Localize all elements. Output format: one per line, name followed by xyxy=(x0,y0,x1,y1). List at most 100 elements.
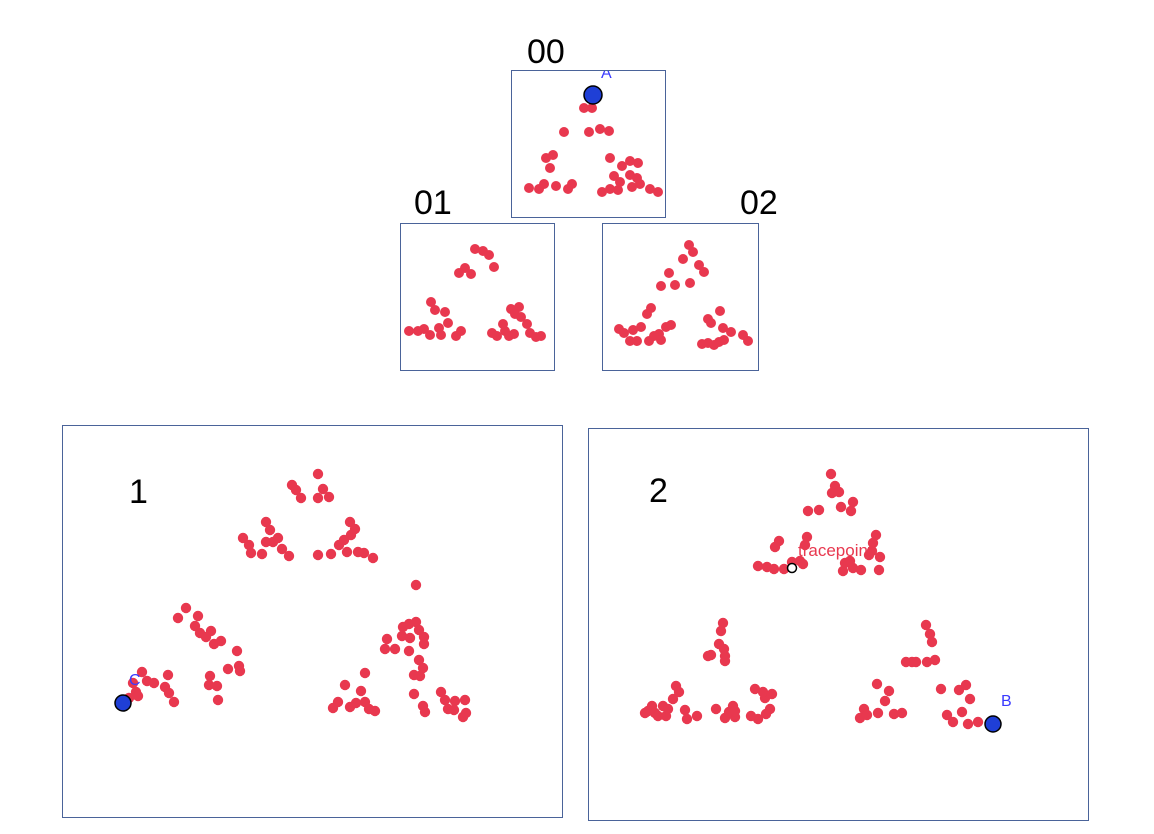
trace-dot xyxy=(801,531,813,543)
trace-dot xyxy=(662,703,674,715)
trace-dot xyxy=(847,496,859,508)
trace-dot xyxy=(632,173,642,183)
trace-dot xyxy=(489,262,499,272)
trace-dot xyxy=(709,340,719,350)
trace-dot xyxy=(617,161,627,171)
trace-dot xyxy=(929,654,941,666)
trace-dot xyxy=(470,244,480,254)
trace-dot xyxy=(212,694,224,706)
point-c-icon[interactable] xyxy=(114,694,132,712)
trace-dot xyxy=(410,616,422,628)
trace-dot xyxy=(802,505,814,517)
trace-dot xyxy=(863,549,875,561)
trace-dot xyxy=(295,492,307,504)
trace-dot xyxy=(200,631,212,643)
trace-dot xyxy=(460,707,472,719)
trace-dot xyxy=(835,501,847,513)
trace-dot xyxy=(359,667,371,679)
panel-02-canvas xyxy=(614,240,753,350)
trace-dot xyxy=(766,688,778,700)
trace-dot xyxy=(688,247,698,257)
trace-dot xyxy=(757,686,769,698)
trace-dot xyxy=(639,707,651,719)
trace-dot xyxy=(910,656,922,668)
panel-00-title: 00 xyxy=(527,33,565,71)
point-a-label: A xyxy=(601,71,612,82)
trace-dot xyxy=(222,663,234,675)
trace-dot xyxy=(587,103,597,113)
panel-01 xyxy=(400,223,555,371)
trace-dot xyxy=(312,549,324,561)
trace-dot xyxy=(567,179,577,189)
trace-dot xyxy=(352,546,364,558)
trace-dot xyxy=(237,532,249,544)
trace-dot xyxy=(276,543,288,555)
panel-00: A xyxy=(511,70,666,218)
trace-dot xyxy=(691,710,703,722)
trace-dot xyxy=(964,693,976,705)
trace-dot xyxy=(367,552,379,564)
trace-dot xyxy=(404,326,414,336)
trace-dot xyxy=(873,564,885,576)
trace-dot xyxy=(667,693,679,705)
trace-dot xyxy=(290,484,302,496)
trace-dot xyxy=(679,704,691,716)
trace-dot xyxy=(408,669,420,681)
panel-01-dots xyxy=(404,244,546,342)
trace-dot xyxy=(408,688,420,700)
trace-dot xyxy=(443,318,453,328)
trace-dot xyxy=(666,320,676,330)
tracepoint-icon[interactable] xyxy=(786,562,798,574)
trace-dot xyxy=(417,662,429,674)
trace-dot xyxy=(656,281,666,291)
trace-dot xyxy=(715,625,727,637)
trace-dot xyxy=(935,683,947,695)
trace-dot xyxy=(652,710,664,722)
trace-dot xyxy=(972,716,984,728)
trace-dot xyxy=(799,539,811,551)
trace-dot xyxy=(681,713,693,725)
trace-dot xyxy=(531,332,541,342)
trace-dot xyxy=(615,177,625,187)
point-a-icon[interactable] xyxy=(583,85,603,105)
trace-dot xyxy=(924,628,936,640)
trace-dot xyxy=(867,537,879,549)
trace-dot xyxy=(956,706,968,718)
trace-dot xyxy=(883,685,895,697)
panel-1: 1 C xyxy=(62,425,563,818)
trace-dot xyxy=(339,679,351,691)
trace-dot xyxy=(699,267,709,277)
trace-dot xyxy=(604,126,614,136)
trace-dot xyxy=(845,505,857,517)
trace-dot xyxy=(448,704,460,716)
trace-dot xyxy=(947,716,959,728)
panel-00-canvas: A xyxy=(524,71,663,197)
panel-02-title: 02 xyxy=(740,184,778,222)
trace-dot xyxy=(524,183,534,193)
trace-dot xyxy=(855,564,867,576)
panel-2-title: 2 xyxy=(649,472,668,510)
trace-dot xyxy=(312,468,324,480)
trace-dot xyxy=(760,708,772,720)
trace-dot xyxy=(726,327,736,337)
trace-dot xyxy=(132,690,144,702)
panel-01-title: 01 xyxy=(414,184,452,222)
trace-dot xyxy=(605,153,615,163)
trace-dot xyxy=(769,541,781,553)
trace-dot xyxy=(459,694,471,706)
trace-dot xyxy=(545,163,555,173)
trace-dot xyxy=(752,560,764,572)
trace-dot xyxy=(715,306,725,316)
trace-dot xyxy=(719,655,731,667)
trace-dot xyxy=(341,546,353,558)
trace-dot xyxy=(579,103,589,113)
tracepoint-label: tracepoint xyxy=(798,541,873,560)
trace-dot xyxy=(355,685,367,697)
trace-dot xyxy=(685,278,695,288)
trace-dot xyxy=(350,697,362,709)
panel-1-dots xyxy=(123,468,472,723)
trace-dot xyxy=(597,187,607,197)
trace-dot xyxy=(440,307,450,317)
panel-2-canvas: tracepoint B xyxy=(639,468,1012,733)
point-b-icon[interactable] xyxy=(984,715,1002,733)
